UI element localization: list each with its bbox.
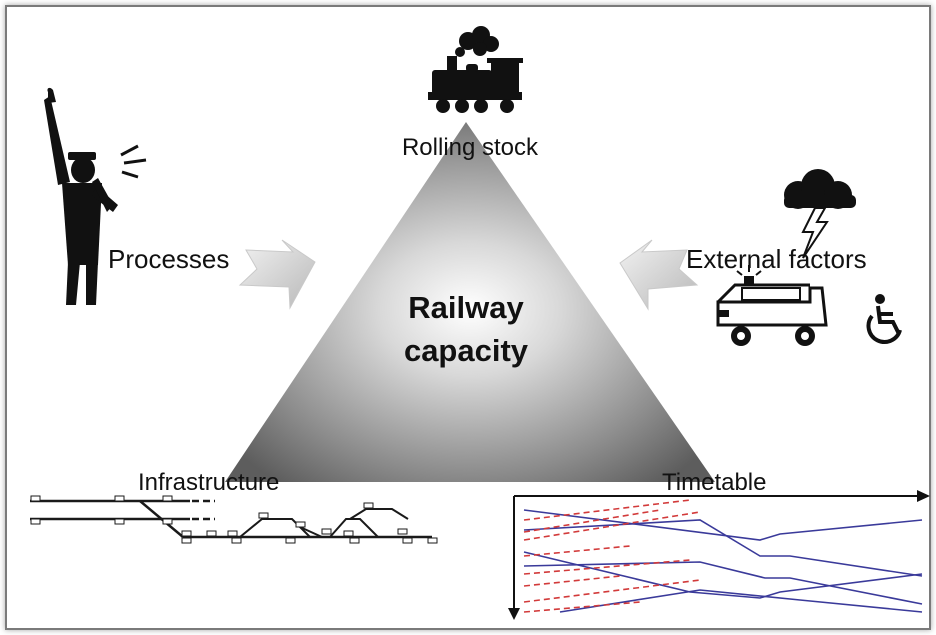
wheelchair-user-icon — [866, 294, 902, 344]
label-external-factors: External factors — [686, 244, 867, 274]
left-inward-arrow-icon — [238, 239, 316, 310]
label-timetable: Timetable — [662, 469, 766, 496]
ambulance-icon — [716, 265, 828, 346]
steam-locomotive-icon — [428, 26, 523, 113]
infrastructure-track-diagram — [30, 495, 438, 544]
center-title-line2: capacity — [404, 333, 529, 368]
center-title-line1: Railway — [408, 290, 524, 325]
label-rolling-stock: Rolling stock — [402, 134, 539, 161]
distance-axis-arrowhead — [508, 608, 520, 620]
timetable-planned-paths — [523, 499, 701, 613]
label-processes: Processes — [108, 244, 229, 274]
label-infrastructure: Infrastructure — [138, 469, 279, 496]
right-inward-arrow-icon — [619, 239, 699, 311]
time-axis-arrowhead — [917, 490, 930, 502]
whistling-railway-worker-icon — [44, 87, 118, 305]
whistle-sound-icon — [120, 144, 147, 179]
capacity-triangle — [225, 122, 715, 482]
timetable-graph — [508, 490, 930, 620]
timetable-train-paths — [523, 509, 923, 613]
storm-cloud-lightning-icon — [784, 169, 856, 259]
